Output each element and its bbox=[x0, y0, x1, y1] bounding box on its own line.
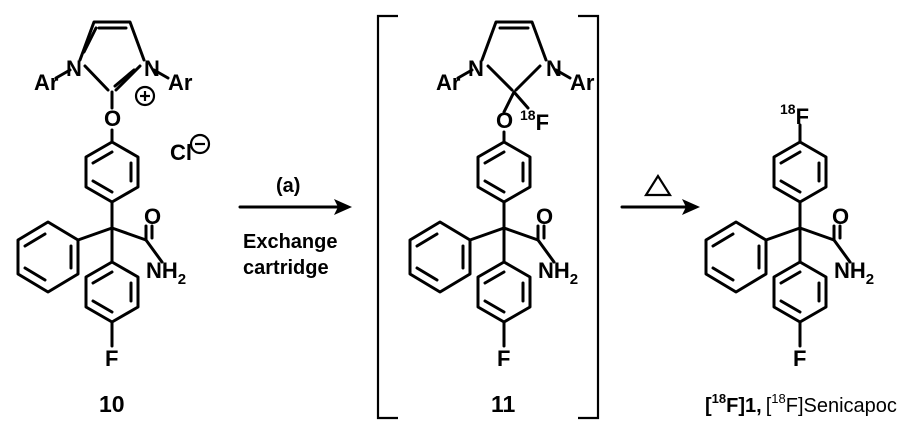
ar-left-label-10: Ar bbox=[34, 70, 59, 95]
amide-nh-label-product: NH2 bbox=[834, 258, 874, 288]
ar-left-label-11: Ar bbox=[436, 70, 461, 95]
ar-right-label-10: Ar bbox=[168, 70, 193, 95]
amide-sub-10: 2 bbox=[178, 271, 186, 288]
n-right-label-10: N bbox=[144, 56, 160, 81]
triangle-heat-icon bbox=[644, 173, 672, 197]
amide-nh-text-11: NH bbox=[538, 258, 570, 283]
compound-10 bbox=[16, 20, 170, 348]
condition-line1: Exchange bbox=[243, 231, 337, 253]
amide-o-label-11: O bbox=[536, 204, 553, 229]
product-name-rest: F]Senicapoc bbox=[786, 395, 897, 417]
amide-o-label-10: O bbox=[144, 204, 161, 229]
n-left-label-11: N bbox=[468, 56, 484, 81]
product-label: [18F]1,[18F]Senicapoc bbox=[705, 391, 897, 417]
compound-10-label: 10 bbox=[99, 391, 125, 417]
reagent-label: (a) bbox=[276, 175, 300, 197]
negative-charge-icon bbox=[189, 133, 211, 155]
o-label-10: O bbox=[104, 106, 121, 131]
amide-nh-text-product: NH bbox=[834, 258, 866, 283]
positive-charge-icon bbox=[134, 85, 156, 107]
reaction-arrow-2 bbox=[620, 199, 700, 215]
ar-right-label-11: Ar bbox=[570, 70, 595, 95]
f18-text-11: F bbox=[536, 110, 549, 135]
chloride-label: Cl bbox=[170, 140, 192, 165]
f-label-11: F bbox=[497, 346, 510, 371]
compound-18f-1 bbox=[704, 123, 852, 348]
f18-label-product: 18F bbox=[780, 101, 809, 129]
amide-nh-text-10: NH bbox=[146, 258, 178, 283]
f-label-product: F bbox=[793, 346, 806, 371]
isotope-sup-11: 18 bbox=[520, 107, 536, 123]
condition-line2: cartridge bbox=[243, 257, 329, 279]
product-label-f: F bbox=[726, 395, 738, 417]
compound-11 bbox=[408, 20, 572, 348]
product-name-prefix: [ bbox=[766, 395, 772, 417]
amide-sub-product: 2 bbox=[866, 271, 874, 288]
isotope-sup-product: 18 bbox=[780, 101, 796, 117]
o-label-11: O bbox=[496, 108, 513, 133]
product-label-iso: 18 bbox=[712, 391, 726, 406]
amide-nh-label-10: NH2 bbox=[146, 258, 186, 288]
compound-11-label: 11 bbox=[491, 391, 516, 417]
n-right-label-11: N bbox=[546, 56, 562, 81]
amide-o-label-product: O bbox=[832, 204, 849, 229]
right-bracket bbox=[578, 14, 600, 420]
reaction-arrow-1 bbox=[238, 199, 352, 215]
f-label-10: F bbox=[105, 346, 118, 371]
product-label-bold: 1, bbox=[745, 395, 762, 417]
amide-sub-11: 2 bbox=[570, 271, 578, 288]
left-bracket bbox=[376, 14, 398, 420]
product-name-iso: 18 bbox=[771, 391, 785, 406]
f18-label-11: 18F bbox=[520, 107, 549, 135]
n-left-label-10: N bbox=[66, 56, 82, 81]
f18-text-product: F bbox=[796, 104, 809, 129]
amide-nh-label-11: NH2 bbox=[538, 258, 578, 288]
